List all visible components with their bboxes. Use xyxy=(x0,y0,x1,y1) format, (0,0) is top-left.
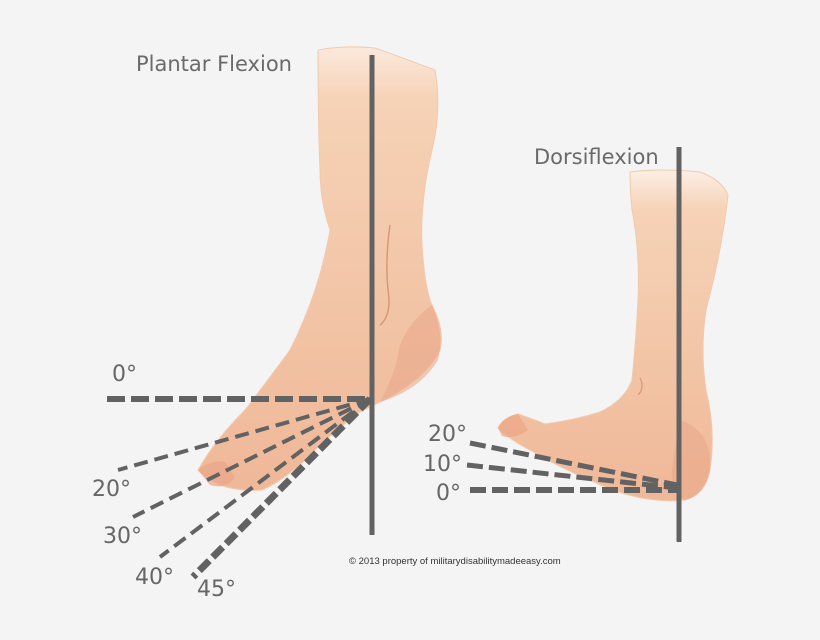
angle-line-20 xyxy=(117,397,371,472)
angle-line-20 xyxy=(469,440,678,488)
copyright-text: © 2013 property of militarydisabilitymad… xyxy=(349,556,561,567)
plantar-angle-45-label: 45° xyxy=(197,577,236,602)
plantar-angle-20-label: 20° xyxy=(92,477,131,502)
plantar-flexion-lines xyxy=(107,55,375,580)
plantar-angle-0-label: 0° xyxy=(112,362,137,387)
angle-line-10 xyxy=(466,462,678,491)
dorsi-angle-0-label: 0° xyxy=(436,481,461,506)
dorsi-angle-20-label: 20° xyxy=(428,422,467,447)
right-leg-illustration xyxy=(497,169,729,502)
angle-line-30 xyxy=(132,397,371,519)
dorsi-angle-10-label: 10° xyxy=(423,452,462,477)
plantar-angle-40-label: 40° xyxy=(135,565,174,590)
dorsiflexion-title: Dorsiflexion xyxy=(534,145,659,169)
plantar-angle-30-label: 30° xyxy=(103,524,142,549)
dorsiflexion-lines xyxy=(466,147,682,542)
angle-line-40 xyxy=(158,397,372,559)
left-leg-illustration xyxy=(197,46,442,491)
plantar-flexion-title: Plantar Flexion xyxy=(136,52,292,76)
angle-line-45 xyxy=(190,396,373,580)
